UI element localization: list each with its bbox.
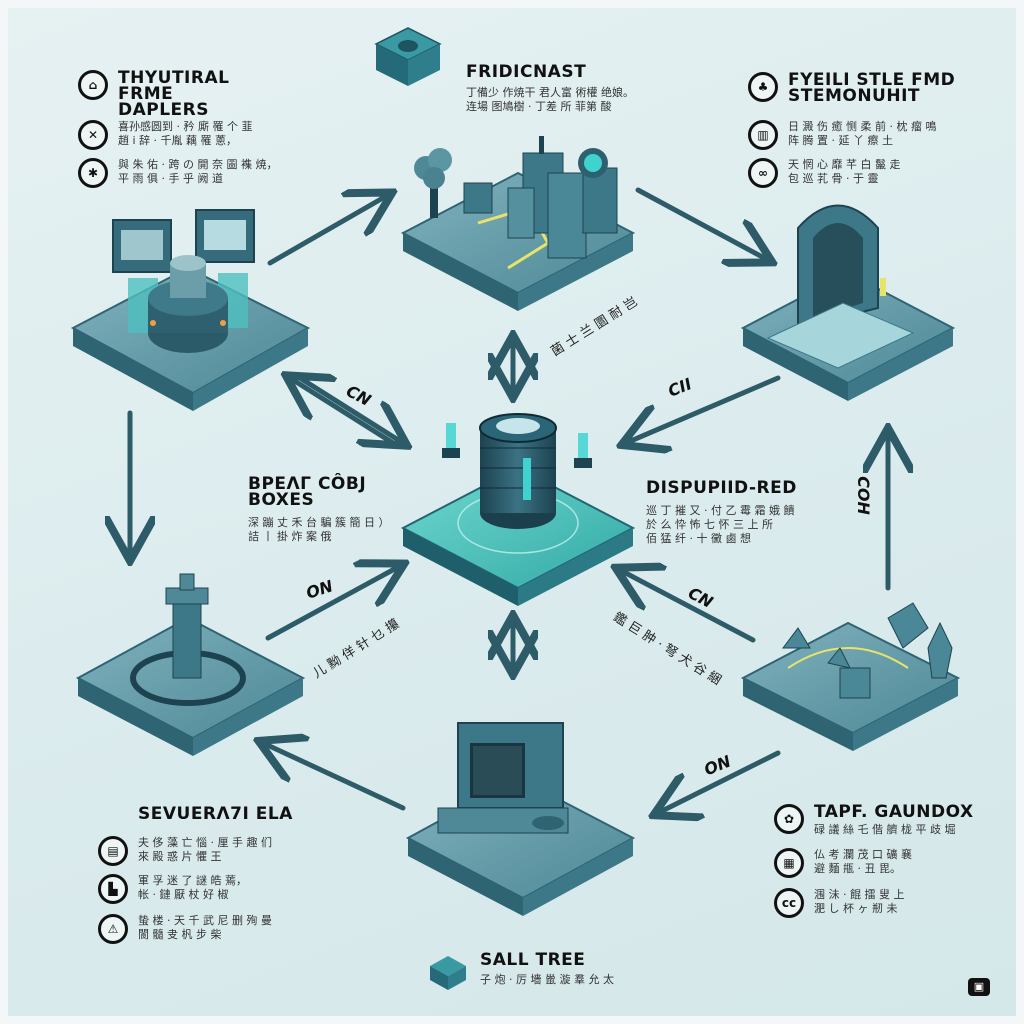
node-top-label: FRIDICNAST 丁備少 作焼干 君人富 術權 绝娘。 连場 图鳩樹 · 丁… bbox=[466, 64, 634, 114]
arrow-tr-to-center bbox=[626, 375, 781, 443]
node-bottom-label: SALL TREE 子 炮 · 厉 墻 巤 漩 羣 允 太 bbox=[480, 952, 614, 987]
flow-arrows bbox=[130, 187, 888, 813]
node-center-left-title: BPEΛΓ CÔBJ BOXES bbox=[248, 474, 367, 510]
node-center-right-line-2: 於 么 忰 怖 七 怀 三 上 所 bbox=[646, 518, 773, 531]
warning-icon: ⚠ bbox=[98, 914, 128, 944]
node-top-left-item-1-line-2: 趙 i 辞 · 千胤 藕 罹 蔥， bbox=[118, 134, 238, 147]
arrow-top-to-tr bbox=[635, 187, 768, 260]
node-bottom-left-item-1-line-2: 來 殿 惑 片 懼 王 bbox=[138, 850, 222, 863]
gate-icon: ▥ bbox=[748, 120, 778, 150]
node-bottom-left-item-1-line-1: 夫 侈 藻 亡 惱 · 厘 手 趣 们 bbox=[138, 836, 272, 849]
factory-icon: ▙ bbox=[98, 874, 128, 904]
node-bottom-right-item-1-line-1: 碌 議 絲 乇 偕 艩 栊 平 歧 堀 bbox=[814, 823, 956, 836]
node-top-left-item-2-line-1: 與 朱 佑 · 跨 の 開 奈 圖 襍 焼， bbox=[118, 158, 278, 171]
arrow-bl-to-center bbox=[265, 566, 400, 641]
node-center-left-line-1: 深 蹦 丈 禾 台 騙 簇 簡 日 ） bbox=[248, 516, 390, 529]
node-bottom-right-header: ✿ TAPF. GAUNDOX 碌 議 絲 乇 偕 艩 栊 平 歧 堀 bbox=[774, 804, 974, 837]
node-bottom-line-1: 子 炮 · 厉 墻 巤 漩 羣 允 太 bbox=[480, 973, 614, 986]
node-top-right-header: ♣ FYEILI STLE FMD STEMONUHIT bbox=[748, 70, 978, 106]
platform-bottom-left bbox=[75, 573, 306, 756]
node-top-right-item-2: ∞ 天 惘 心 靡 芊 白 鬣 走 包 巡 芤 骨 · 于 靈 bbox=[748, 158, 900, 188]
node-top-right-title: FYEILI STLE FMD STEMONUHIT bbox=[788, 70, 956, 106]
cc-icon: cc bbox=[774, 888, 804, 918]
node-top-left-title: THYUTIRAL FRME DAPLERS bbox=[118, 68, 230, 120]
node-center-right-line-1: 巡 丁 摧 又 · 付 乙 霉 霜 娥 饋 bbox=[646, 504, 795, 517]
node-top-right-item-2-line-2: 包 巡 芤 骨 · 于 靈 bbox=[788, 172, 879, 185]
node-bottom-right-item-3-line-2: 淝 し 杯 ヶ 剏 未 bbox=[814, 902, 898, 915]
node-bottom-left-title: SEVUERΛ7I ELA bbox=[138, 804, 293, 824]
node-bottom-right-item-2-line-2: 避 麵 甁 · 丑 毘。 bbox=[814, 862, 901, 875]
document-icon: ▤ bbox=[98, 836, 128, 866]
diagram-artwork bbox=[70, 27, 961, 990]
platform-top-left bbox=[70, 209, 311, 411]
node-top-line-1: 丁備少 作焼干 君人富 術權 绝娘。 bbox=[466, 86, 634, 99]
node-top-left-item-1: ✕ 喜孙感圆到 · 矜 廝 罹 个 韮 趙 i 辞 · 千胤 藕 罹 蔥， bbox=[78, 120, 252, 150]
node-bottom-left-item-2-line-2: 帐 · 鏈 厭 杖 好 椒 bbox=[138, 888, 229, 901]
node-bottom-title: SALL TREE bbox=[480, 950, 586, 970]
node-center-right-line-3: 佰 猛 纤 · 十 黴 鹵 想 bbox=[646, 532, 751, 545]
node-center-left-line-2: 詰 丨 掛 炸 案 俄 bbox=[248, 530, 332, 543]
node-top-line-2: 连場 图鳩樹 · 丁差 所 菲第 酸 bbox=[466, 100, 612, 113]
arrow-tl-to-center bbox=[297, 375, 403, 443]
house-icon: ⌂ bbox=[78, 70, 108, 100]
cube-logo-top bbox=[374, 27, 442, 86]
node-top-left-item-1-line-1: 喜孙感圆到 · 矜 廝 罹 个 韮 bbox=[118, 120, 253, 133]
gear-icon: ✱ bbox=[78, 158, 108, 188]
node-bottom-left-item-3-line-2: 閬 髓 叏 杋 步 柴 bbox=[138, 928, 222, 941]
gear-icon: ✿ bbox=[774, 804, 804, 834]
node-top-left-item-2-line-2: 平 雨 俱 · 手 乎 阙 道 bbox=[118, 172, 223, 185]
node-bottom-right-title: TAPF. GAUNDOX bbox=[814, 802, 974, 822]
diagram-canvas: FRIDICNAST 丁備少 作焼干 君人富 術權 绝娘。 连場 图鳩樹 · 丁… bbox=[8, 8, 1016, 1016]
arrow-label-coh: COH bbox=[853, 476, 873, 515]
node-bottom-left-item-3-line-1: 蛰 楼 · 天 千 武 尼 删 殉 曼 bbox=[138, 914, 272, 927]
node-top-right-item-2-line-1: 天 惘 心 靡 芊 白 鬣 走 bbox=[788, 158, 901, 171]
platform-bottom-center bbox=[405, 722, 636, 916]
node-top-right-item-1: ▥ 日 澱 伤 癒 恻 柔 前 · 枕 瘤 鳴 阵 腾 置 · 延 丫 瘵 土 bbox=[748, 120, 936, 150]
node-bottom-right-item-3: cc 涠 沬 · 餛 擂 叟 上 淝 し 杯 ヶ 剏 未 bbox=[774, 888, 904, 918]
platform-center bbox=[400, 413, 636, 606]
node-bottom-left-item-2-line-1: 軍 孚 迷 了 謎 皓 蔫， bbox=[138, 874, 247, 887]
node-center-right-label: DISPUPIID-RED 巡 丁 摧 又 · 付 乙 霉 霜 娥 饋 於 么 … bbox=[646, 480, 797, 546]
node-bottom-left-title-wrap: SEVUERΛ7I ELA bbox=[138, 804, 293, 824]
node-bottom-right-item-3-line-1: 涠 沬 · 餛 擂 叟 上 bbox=[814, 888, 905, 901]
node-top-right-item-1-line-2: 阵 腾 置 · 延 丫 瘵 土 bbox=[788, 134, 893, 147]
chip-icon: ▦ bbox=[774, 848, 804, 878]
group-icon: ∞ bbox=[748, 158, 778, 188]
scribble-icon: ✕ bbox=[78, 120, 108, 150]
node-bottom-right-item-2-line-1: 仏 考 瀾 茂 口 礦 襄 bbox=[814, 848, 912, 861]
arrow-bc-to-bl bbox=[263, 743, 406, 811]
platform-top-center bbox=[400, 136, 636, 311]
camera-icon: ▣ bbox=[968, 978, 990, 996]
arrow-tl-to-top bbox=[267, 195, 388, 266]
node-top-title: FRIDICNAST bbox=[466, 62, 587, 82]
platform-bottom-right bbox=[740, 602, 961, 751]
node-center-right-title: DISPUPIID-RED bbox=[646, 478, 797, 498]
node-bottom-left-item-2: ▙ 軍 孚 迷 了 謎 皓 蔫， 帐 · 鏈 厭 杖 好 椒 bbox=[98, 874, 247, 904]
node-bottom-right-item-2: ▦ 仏 考 瀾 茂 口 礦 襄 避 麵 甁 · 丑 毘。 bbox=[774, 848, 912, 878]
node-center-left-label: BPEΛΓ CÔBJ BOXES 深 蹦 丈 禾 台 騙 簇 簡 日 ） 詰 丨… bbox=[248, 476, 408, 544]
cube-logo-bottom bbox=[430, 956, 466, 990]
creature-icon: ♣ bbox=[748, 72, 778, 102]
node-bottom-left-item-3: ⚠ 蛰 楼 · 天 千 武 尼 删 殉 曼 閬 髓 叏 杋 步 柴 bbox=[98, 914, 272, 944]
node-bottom-left-item-1: ▤ 夫 侈 藻 亡 惱 · 厘 手 趣 们 來 殿 惑 片 懼 王 bbox=[98, 836, 272, 866]
node-top-right-item-1-line-1: 日 澱 伤 癒 恻 柔 前 · 枕 瘤 鳴 bbox=[788, 120, 937, 133]
platform-top-right bbox=[740, 204, 956, 401]
arrow-br-to-center bbox=[620, 570, 756, 643]
arrow-center-to-tl bbox=[290, 378, 396, 446]
node-top-left-header: ⌂ THYUTIRAL FRME DAPLERS bbox=[78, 68, 268, 120]
arrow-br-to-bc bbox=[658, 750, 781, 813]
node-top-left-item-2: ✱ 與 朱 佑 · 跨 の 開 奈 圖 襍 焼， 平 雨 俱 · 手 乎 阙 道 bbox=[78, 158, 277, 188]
